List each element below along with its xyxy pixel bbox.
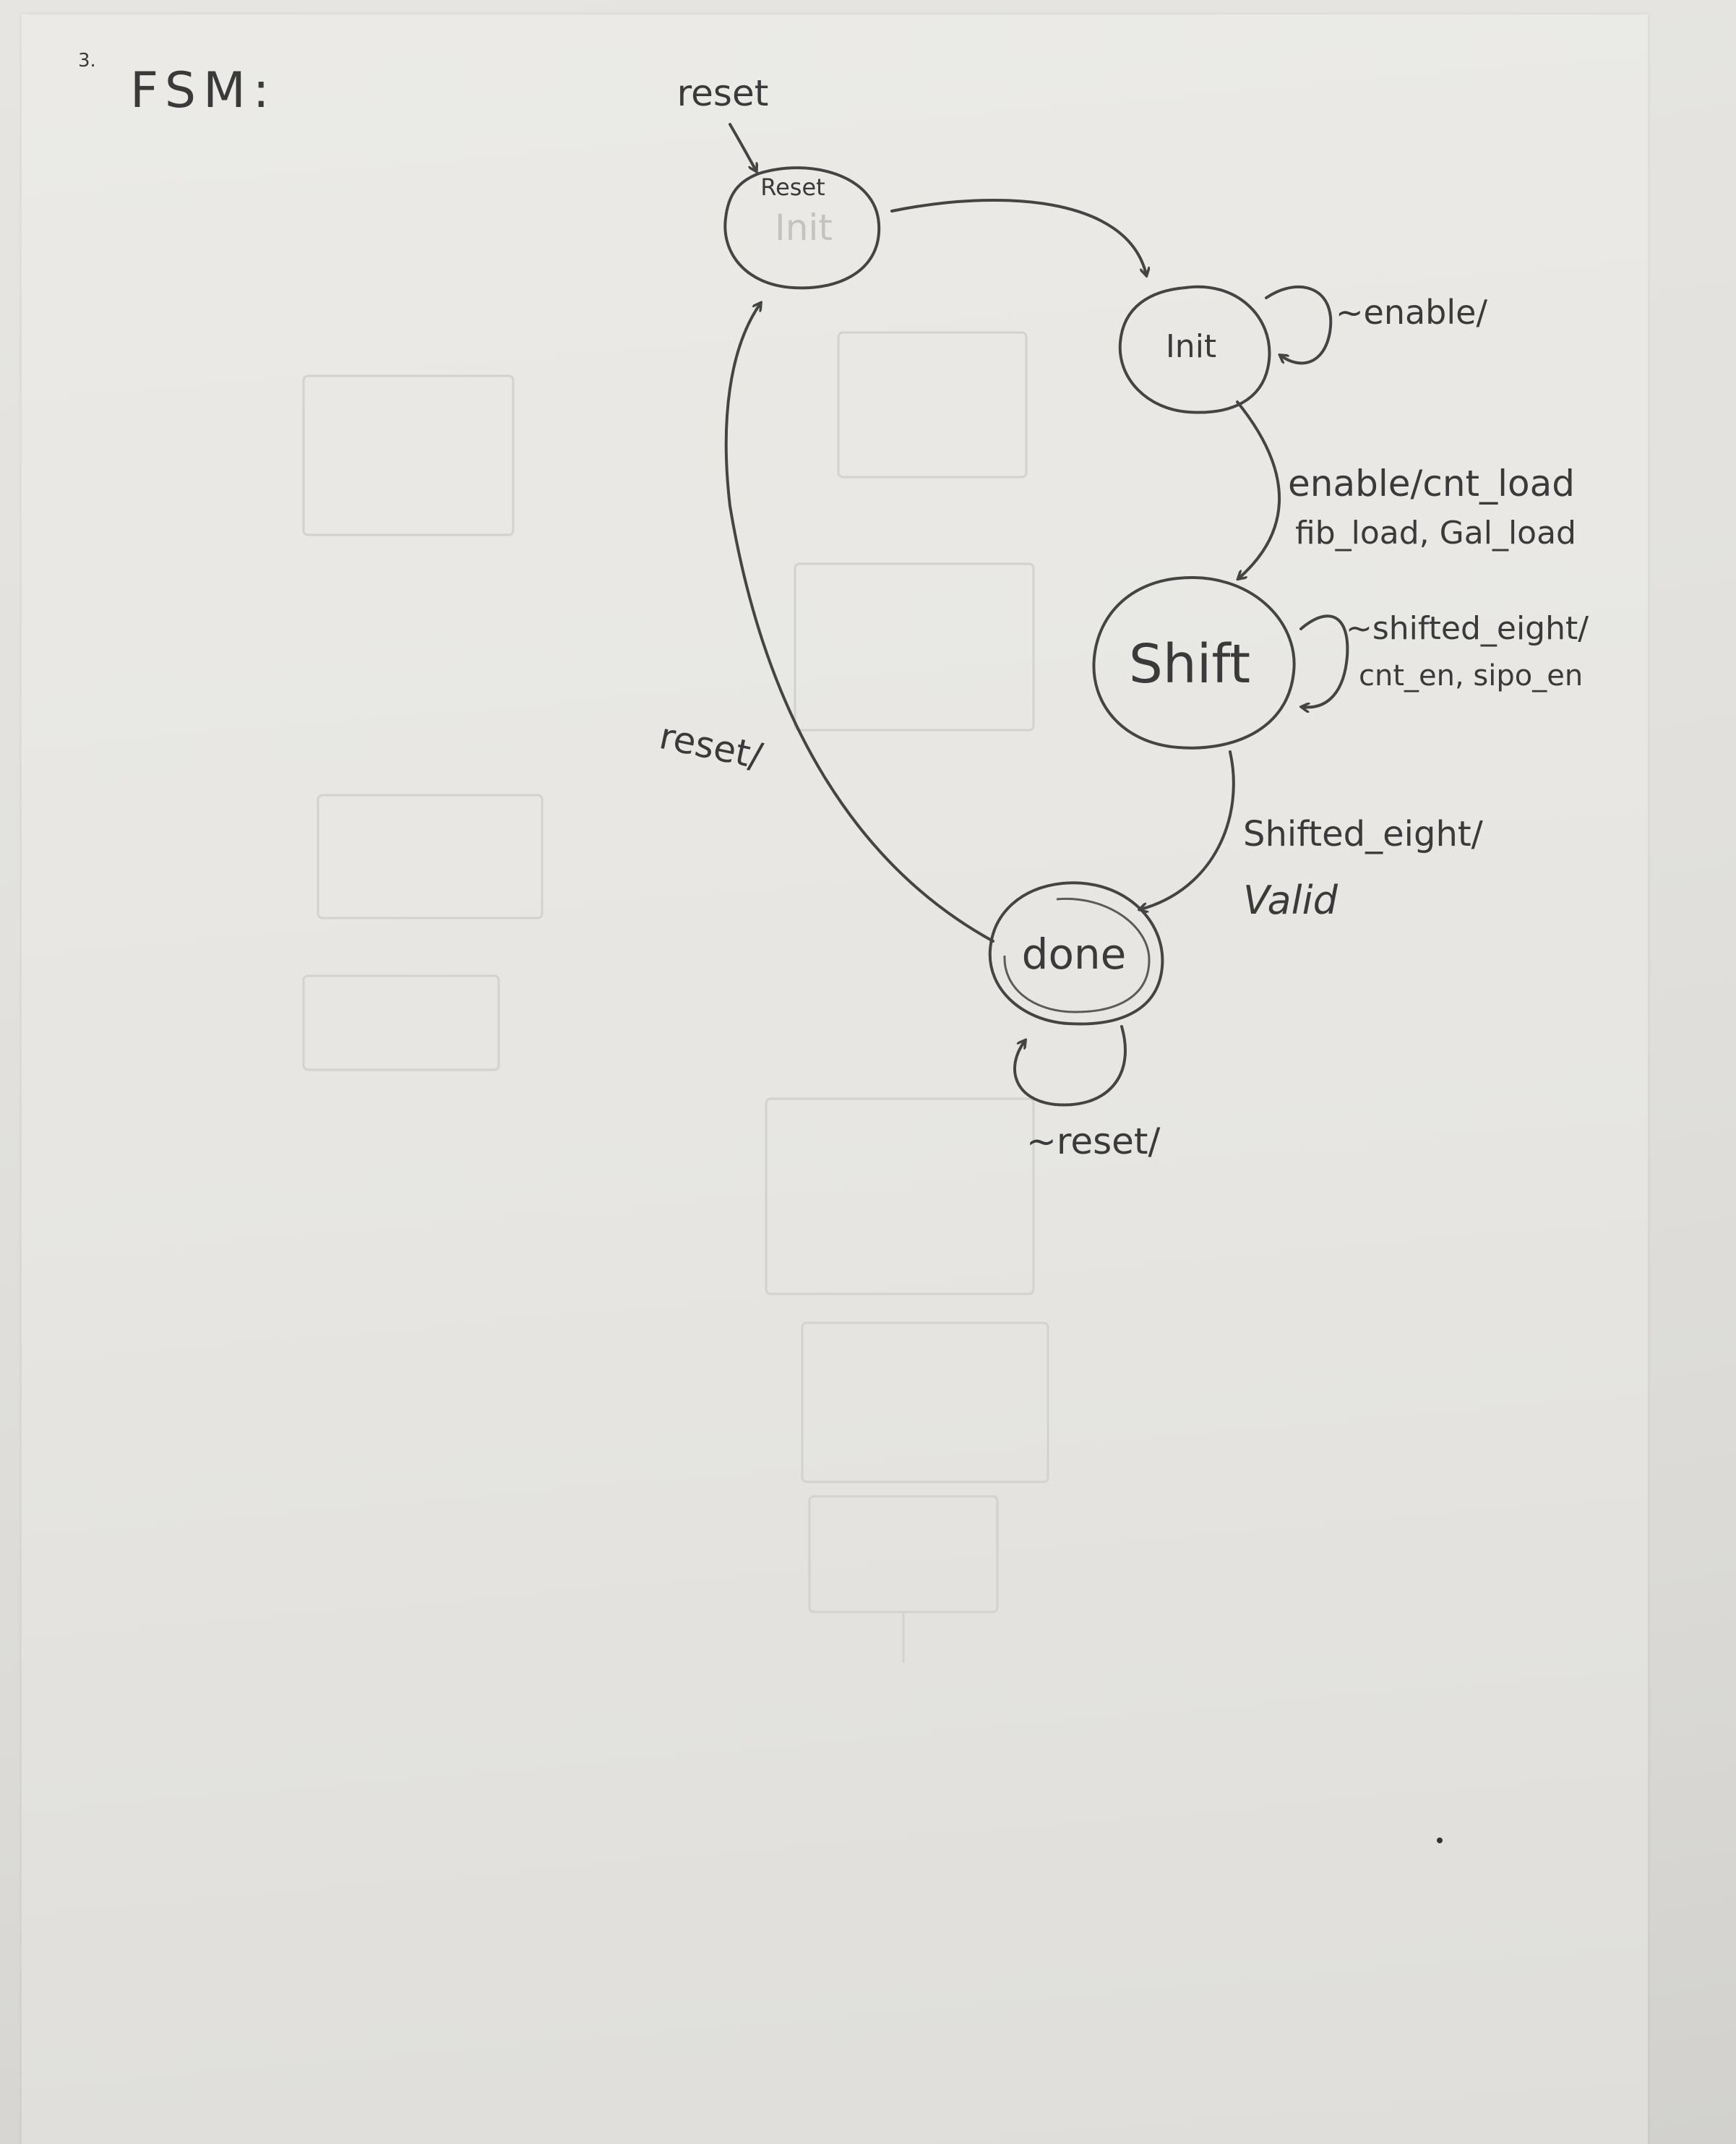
state-shift-label: Shift	[1129, 633, 1250, 695]
state-init-label: Init	[1166, 328, 1216, 365]
transition-shift-to-done-label-2: Valid	[1243, 878, 1338, 923]
transition-init-self-label: ~enable/	[1336, 293, 1487, 332]
state-reset-erased-label: Init	[775, 207, 833, 249]
transition-entry-arrow	[729, 123, 756, 171]
transition-init-self: ~enable/	[1265, 286, 1487, 365]
transition-init-to-shift-label-2: fib_load, Gal_load	[1295, 515, 1576, 552]
state-init: Init	[1118, 285, 1271, 414]
transition-done-self-arrow	[1013, 1025, 1127, 1107]
transition-entry-label: reset	[677, 72, 769, 114]
transition-init-self-arrow	[1265, 286, 1333, 365]
transition-shift-self-label-2: cnt_en, sipo_en	[1359, 659, 1583, 692]
transition-shift-self-label-1: ~shifted_eight/	[1346, 610, 1589, 647]
state-reset-label: Reset	[760, 173, 825, 201]
question-number: 3.	[78, 50, 96, 72]
transition-init-to-shift-label-1: enable/cnt_load	[1288, 463, 1575, 505]
state-init-circle	[1118, 285, 1271, 414]
state-done-inner-trace	[1003, 897, 1151, 1013]
transition-init-to-shift: enable/cnt_load fib_load, Gal_load	[1237, 400, 1576, 578]
transition-shift-to-done-label-1: Shifted_eight/	[1243, 814, 1484, 854]
bleed-through-marks	[302, 331, 1049, 1663]
state-done-circle	[988, 881, 1164, 1026]
state-done-label: done	[1022, 930, 1127, 979]
transition-done-to-reset-label: reset/	[656, 715, 767, 778]
transition-done-to-reset-arrow	[724, 304, 994, 943]
state-shift: Shift	[1092, 576, 1296, 750]
state-done: done	[988, 881, 1164, 1026]
notebook-page	[22, 14, 1648, 2144]
transition-reset-to-init-arrow	[890, 198, 1146, 275]
transition-done-to-reset: reset/	[656, 304, 994, 943]
transition-reset-to-init	[890, 198, 1146, 275]
transition-init-to-shift-arrow	[1237, 400, 1281, 578]
transition-entry: reset	[677, 72, 769, 171]
transition-done-self-label: ~reset/	[1026, 1120, 1161, 1162]
state-shift-circle	[1092, 576, 1296, 750]
state-reset: Reset Init	[723, 166, 881, 290]
transition-shift-self: ~shifted_eight/ cnt_en, sipo_en	[1301, 610, 1589, 707]
stray-mark	[1437, 1838, 1443, 1843]
transition-shift-self-arrow	[1301, 614, 1349, 707]
transition-shift-to-done: Shifted_eight/ Valid	[1140, 750, 1484, 923]
transition-shift-to-done-arrow	[1140, 750, 1235, 909]
page-heading: FSM:	[130, 62, 277, 119]
transition-done-self: ~reset/	[1013, 1025, 1161, 1162]
state-reset-circle	[723, 166, 881, 290]
